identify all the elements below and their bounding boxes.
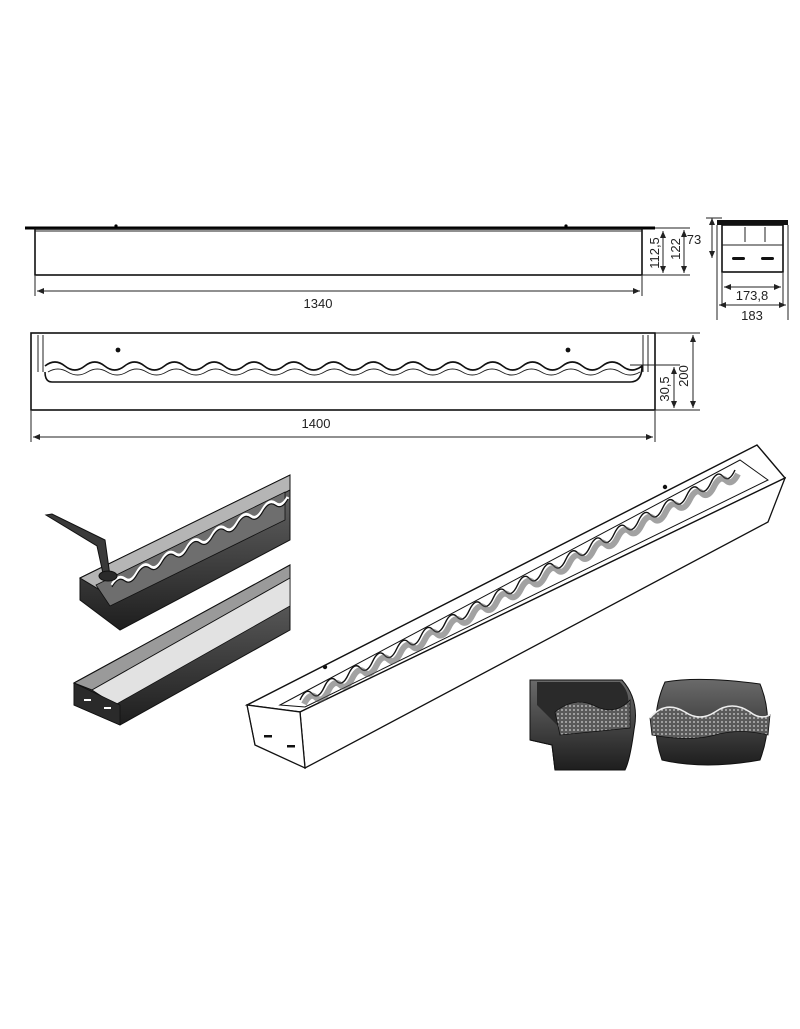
iso-end-face bbox=[246, 704, 306, 770]
front-body-outline bbox=[30, 332, 656, 411]
closeup-cutaway-left bbox=[529, 679, 636, 771]
dim-30-5-label: 30,5 bbox=[657, 376, 672, 401]
side-body bbox=[721, 224, 784, 273]
iso-ignition-hole-left bbox=[322, 664, 328, 670]
iso-ignition-hole-right bbox=[662, 484, 668, 490]
isometric-burner-view bbox=[244, 444, 787, 770]
dim-1400-label: 1400 bbox=[302, 416, 331, 431]
iso-burner-wave bbox=[299, 469, 736, 701]
dim-112-5-label: 112,5 bbox=[647, 237, 662, 269]
dim-183-label: 183 bbox=[741, 308, 763, 323]
dim-173-8-label: 173,8 bbox=[736, 288, 769, 303]
side-end-view: 173,8 183 bbox=[716, 220, 789, 323]
side-slot-right bbox=[761, 257, 774, 260]
iso-end-slot-left bbox=[264, 735, 272, 738]
mount-screw-right bbox=[564, 224, 568, 228]
burner-tray-closeup bbox=[72, 564, 291, 726]
side-flange bbox=[717, 220, 788, 225]
dim-200-label: 200 bbox=[676, 365, 691, 387]
burner-closeup-with-tool bbox=[44, 474, 291, 631]
snuffer-tool-head bbox=[98, 570, 118, 582]
burner-wave-bottom bbox=[47, 368, 641, 376]
mount-screw-left bbox=[114, 224, 118, 228]
dim-73-label: 73 bbox=[687, 232, 701, 247]
top-body-outline bbox=[34, 228, 643, 276]
dim-1340-label: 1340 bbox=[304, 296, 333, 311]
iso-burner-wave-shadow bbox=[301, 472, 741, 706]
front-view: 1400 200 30,5 bbox=[30, 332, 700, 442]
top-elevation-view: 1340 112,5 122 73 bbox=[25, 217, 722, 311]
closeup-wave-highlight bbox=[110, 496, 290, 586]
closeup-cutaway-right bbox=[649, 678, 771, 766]
front-ignition-hole-right bbox=[565, 347, 571, 353]
burner-wave-top bbox=[44, 361, 643, 383]
side-slot-left bbox=[732, 257, 745, 260]
front-ignition-hole-left bbox=[115, 347, 121, 353]
closeup-wave-outline bbox=[111, 498, 289, 588]
iso-end-slot-right bbox=[287, 745, 295, 748]
dim-122-label: 122 bbox=[668, 238, 683, 260]
